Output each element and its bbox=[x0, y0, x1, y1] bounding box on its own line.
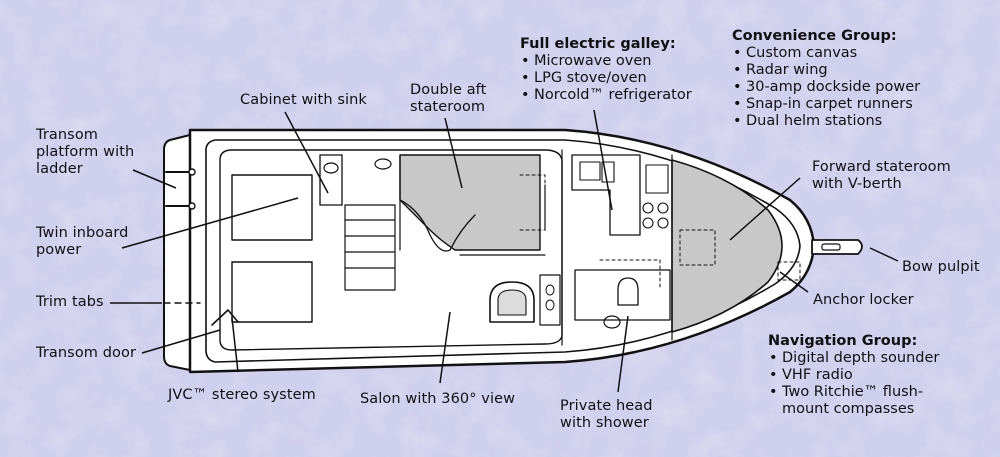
label-forward-stateroom: Forward stateroom with V-berth bbox=[812, 159, 951, 192]
galley-title: Full electric galley: bbox=[520, 36, 676, 52]
list-item: VHF radio bbox=[768, 367, 939, 384]
transom-ladder bbox=[165, 171, 193, 207]
convenience-features: Convenience Group: Custom canvas Radar w… bbox=[732, 28, 920, 130]
convenience-title: Convenience Group: bbox=[732, 28, 897, 44]
galley-counter bbox=[571, 154, 641, 236]
head-sink bbox=[603, 315, 621, 329]
label-transom-door: Transom door bbox=[36, 345, 137, 361]
list-item: Two Ritchie™ flush- mount compasses bbox=[768, 384, 939, 418]
leader-bow-pulpit bbox=[869, 247, 899, 262]
leader-transom-platform bbox=[132, 169, 177, 189]
list-item: Dual helm stations bbox=[732, 113, 920, 130]
navigation-features: Navigation Group: Digital depth sounder … bbox=[768, 333, 939, 418]
head-compartment bbox=[574, 269, 671, 321]
leader-forward-stateroom bbox=[729, 177, 801, 241]
navigation-title: Navigation Group: bbox=[768, 333, 918, 349]
label-bow-pulpit: Bow pulpit bbox=[902, 259, 980, 275]
list-item: Snap-in carpet runners bbox=[732, 96, 920, 113]
forward-stateroom-shape bbox=[671, 159, 783, 333]
list-item: Norcold™ refrigerator bbox=[520, 87, 692, 104]
galley-features: Full electric galley: Microwave oven LPG… bbox=[520, 36, 692, 104]
leader-private-head bbox=[617, 315, 629, 393]
leader-jvc-stereo bbox=[231, 317, 239, 373]
list-item: 30-amp dockside power bbox=[732, 79, 920, 96]
cabinet-sink bbox=[319, 154, 343, 206]
label-private-head: Private head with shower bbox=[560, 398, 653, 431]
swim-platform bbox=[163, 134, 191, 371]
leader-salon bbox=[439, 311, 451, 384]
list-item: LPG stove/oven bbox=[520, 70, 692, 87]
label-transom-platform: Transom platform with ladder bbox=[36, 127, 135, 177]
galley-list: Microwave oven LPG stove/oven Norcold™ r… bbox=[520, 53, 692, 104]
label-salon: Salon with 360° view bbox=[360, 391, 516, 407]
list-item: Custom canvas bbox=[732, 45, 920, 62]
list-item: Radar wing bbox=[732, 62, 920, 79]
head-toilet bbox=[617, 277, 639, 306]
label-jvc-stereo: JVC™ stereo system bbox=[168, 387, 316, 403]
list-item: Digital depth sounder bbox=[768, 350, 939, 367]
label-twin-inboard: Twin inboard power bbox=[36, 225, 129, 258]
leader-twin-inboard bbox=[121, 197, 299, 249]
label-anchor-locker: Anchor locker bbox=[813, 292, 914, 308]
leader-double-aft bbox=[444, 117, 463, 189]
engine-hatch-lower bbox=[231, 261, 313, 323]
leader-transom-door bbox=[141, 329, 221, 354]
helm-seat bbox=[489, 281, 535, 323]
label-double-aft: Double aft stateroom bbox=[410, 82, 487, 115]
bow-pulpit-shape bbox=[811, 239, 863, 255]
leader-anchor-locker bbox=[779, 271, 809, 293]
transom-door bbox=[211, 309, 239, 326]
leader-cabinet-sink bbox=[284, 111, 329, 194]
navigation-list: Digital depth sounder VHF radio Two Ritc… bbox=[768, 350, 939, 418]
list-item: Microwave oven bbox=[520, 53, 692, 70]
stove-burner bbox=[642, 202, 654, 214]
label-cabinet-sink: Cabinet with sink bbox=[240, 92, 367, 108]
convenience-list: Custom canvas Radar wing 30-amp dockside… bbox=[732, 45, 920, 130]
cabin-outline bbox=[219, 149, 563, 351]
label-trim-tabs: Trim tabs bbox=[36, 294, 104, 310]
leader-galley bbox=[593, 109, 613, 211]
aft-stateroom-shape bbox=[399, 154, 541, 251]
aft-sink bbox=[374, 158, 392, 170]
engine-hatch-upper bbox=[231, 174, 313, 241]
